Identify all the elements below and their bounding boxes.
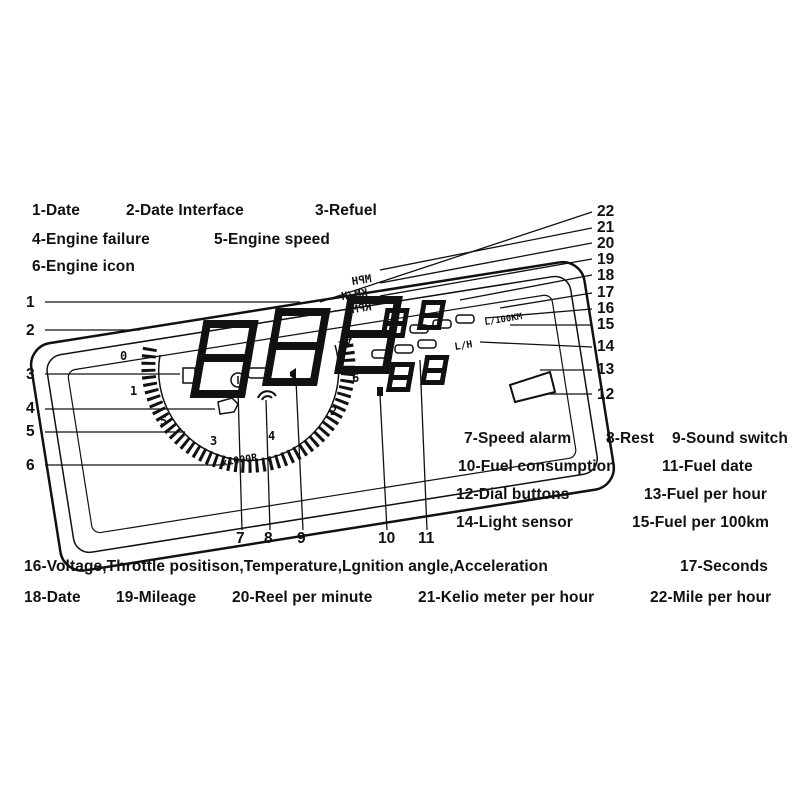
callout-number: 17 <box>597 284 615 301</box>
legend-item: 16-Voltage,Throttle positison,Temperatur… <box>24 558 548 575</box>
dial-number: 4 <box>268 429 275 443</box>
sound-switch-icon <box>290 368 296 380</box>
callout-number: 2 <box>26 322 35 339</box>
small-digits-upper <box>380 300 447 338</box>
callout-number: 16 <box>597 300 615 317</box>
legend-item: 5-Engine speed <box>214 231 330 248</box>
indicator-buttons <box>371 314 475 359</box>
callout-number: 15 <box>597 316 615 333</box>
callout-number: 19 <box>597 251 615 268</box>
unit-kmh: KM/H <box>340 286 368 303</box>
callout-number: 11 <box>418 530 435 547</box>
small-digits-lower <box>385 355 450 392</box>
unit-volt: V <box>345 335 352 348</box>
legend-item: 3-Refuel <box>315 202 377 219</box>
dial-number: 0 <box>120 349 127 363</box>
callout-number: 13 <box>597 361 615 378</box>
leader-lines <box>45 211 593 531</box>
callout-number: 4 <box>26 400 35 417</box>
speed-alarm-icon <box>230 367 271 388</box>
dial-number: 6 <box>352 371 359 385</box>
callout-number: 8 <box>264 530 273 547</box>
tachometer-dial <box>141 338 356 473</box>
callout-number: 22 <box>597 203 615 220</box>
callout-number: 21 <box>597 219 615 236</box>
legend-item: 6-Engine icon <box>32 258 135 275</box>
dial-number: 2 <box>330 404 337 418</box>
dial-number: 3 <box>210 434 217 448</box>
callout-number: 9 <box>297 530 306 547</box>
unit-rpm: RPM <box>350 300 372 316</box>
callout-number: 3 <box>26 366 35 383</box>
unit-mph: MPH <box>351 272 373 288</box>
legend-item: 7-Speed alarm <box>464 430 572 447</box>
callout-number: 1 <box>26 294 35 311</box>
callout-number: 18 <box>597 267 615 284</box>
legend-item: 14-Light sensor <box>456 514 573 531</box>
legend-item: 9-Sound switch <box>672 430 788 447</box>
dial-number: 5 <box>160 414 167 428</box>
fuel-consumption-icon <box>377 387 383 396</box>
legend-item: 21-Kelio meter per hour <box>418 589 595 606</box>
dial-number: 1 <box>130 384 137 398</box>
callout-number: 7 <box>236 530 245 547</box>
legend-item: 4-Engine failure <box>32 231 150 248</box>
callout-number: 10 <box>378 530 396 547</box>
legend-item: 8-Rest <box>606 430 654 447</box>
legend-item: 13-Fuel per hour <box>644 486 768 503</box>
unit-lh: L/H <box>454 339 474 353</box>
legend-item: 18-Date <box>24 589 81 606</box>
callout-number: 14 <box>597 338 615 355</box>
callout-number: 5 <box>26 423 35 440</box>
rest-icon <box>257 390 277 401</box>
legend-item: 12-Dial buttons <box>456 486 570 503</box>
legend-item: 10-Fuel consumption <box>458 458 616 475</box>
legend-item: 2-Date Interface <box>126 202 244 219</box>
stand <box>508 370 557 404</box>
legend-item: 19-Mileage <box>116 589 197 606</box>
engine-failure-icon <box>217 397 239 415</box>
legend-item: 1-Date <box>32 202 80 219</box>
legend-item: 20-Reel per minute <box>232 589 373 606</box>
legend-item: 15-Fuel per 100km <box>632 514 769 531</box>
callout-number: 12 <box>597 386 615 403</box>
callout-number: 6 <box>26 457 35 474</box>
fuel-pump-icon <box>182 367 201 384</box>
legend-item: 17-Seconds <box>680 558 769 575</box>
callout-number: 20 <box>597 235 615 252</box>
legend-item: 22-Mile per hour <box>650 589 772 606</box>
legend-item: 11-Fuel date <box>662 458 753 475</box>
